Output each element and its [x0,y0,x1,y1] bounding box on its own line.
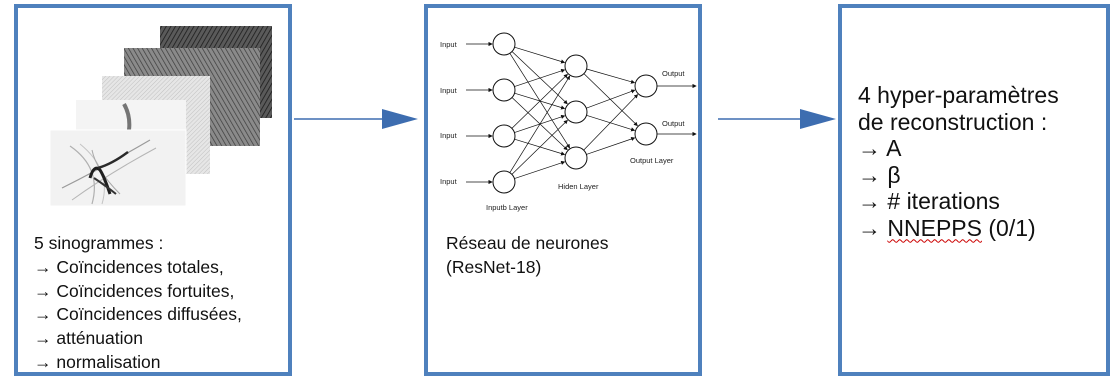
hyperparameter-nnepps: → NNEPPS (0/1) [858,214,1036,241]
nn-edge-in3-h1 [511,73,568,129]
nn-output-layer-label: Output Layer [630,156,674,165]
sinograms-panel: 5 sinogrammes : → Coïncidences totales, … [14,4,292,376]
nn-edge-in3-h3 [514,138,566,156]
nn-input-label-2: Input [440,86,458,95]
hyperparameter-a: → A [858,135,902,161]
sinogram-item-normalisation: → normalisation [34,351,161,372]
nn-input-node-1 [492,32,516,56]
nn-edge-in4-h3 [514,160,566,179]
nn-edge-in4-h2 [511,119,568,175]
nn-hidden-node-3 [564,146,588,170]
flow-arrow-1 [294,109,418,129]
hyperparameter-iterations: → # iterations [858,188,1000,214]
nn-edge-in1-h1 [514,46,566,64]
sinograms-title: 5 sinogrammes : [34,233,164,253]
nn-edge-h3-out2 [586,137,636,155]
nn-input-node-2 [492,78,516,102]
nn-edge-in2-h1 [514,68,566,87]
nnepps-word: NNEPPS [887,214,982,241]
sinogram-item-total: → Coïncidences totales, [34,256,224,277]
nn-edge-in2-h2 [514,92,566,110]
nn-input-label-4: Input [440,177,458,186]
nn-output-label-2: Output [662,119,685,128]
nn-edge-h1-out2 [583,73,638,127]
neural-network-diagram: Input Input Input Input Output Output In… [440,32,697,212]
nn-output-label-1: Output [662,69,685,78]
nn-hidden-node-2 [564,100,588,124]
sinogram-item-attenuation: → atténuation [34,328,143,349]
nn-output-node-2 [634,122,658,146]
nn-edge-in4-h1 [509,75,571,173]
nn-edge-h3-out1 [583,94,639,151]
sinogram-stack-image [49,26,272,207]
sinogram-layer-1 [49,129,187,207]
nn-edge-in2-h3 [511,97,568,151]
sinogram-item-random: → Coïncidences fortuites, [34,280,235,301]
nn-input-node-4 [492,170,516,194]
nn-output-node-1 [634,74,658,98]
hyperparameters-panel: 4 hyper-paramètres de reconstruction : →… [838,4,1110,376]
nn-edge-h2-out1 [586,89,636,109]
nn-edge-h1-out1 [586,68,636,84]
nn-edge-in1-h2 [511,51,568,105]
nn-hidden-layer-label: Hiden Layer [558,182,599,191]
neural-network-panel: Input Input Input Input Output Output In… [424,4,702,376]
network-subtitle: (ResNet-18) [446,256,542,277]
nn-input-label-3: Input [440,131,458,140]
network-title: Réseau de neurones [446,233,609,253]
nn-input-label-1: Input [440,40,458,49]
hyperparameters-title-line-2: de reconstruction : [858,108,1048,135]
nn-hidden-node-1 [564,54,588,78]
flow-arrow-2 [718,109,836,129]
hyperparameters-title-line-1: 4 hyper-paramètres [858,82,1059,108]
nn-input-layer-label: Inputb Layer [486,203,528,212]
sinogram-item-scatter: → Coïncidences diffusées, [34,304,242,325]
nn-input-node-3 [492,124,516,148]
hyperparameter-beta: → β [858,161,901,188]
